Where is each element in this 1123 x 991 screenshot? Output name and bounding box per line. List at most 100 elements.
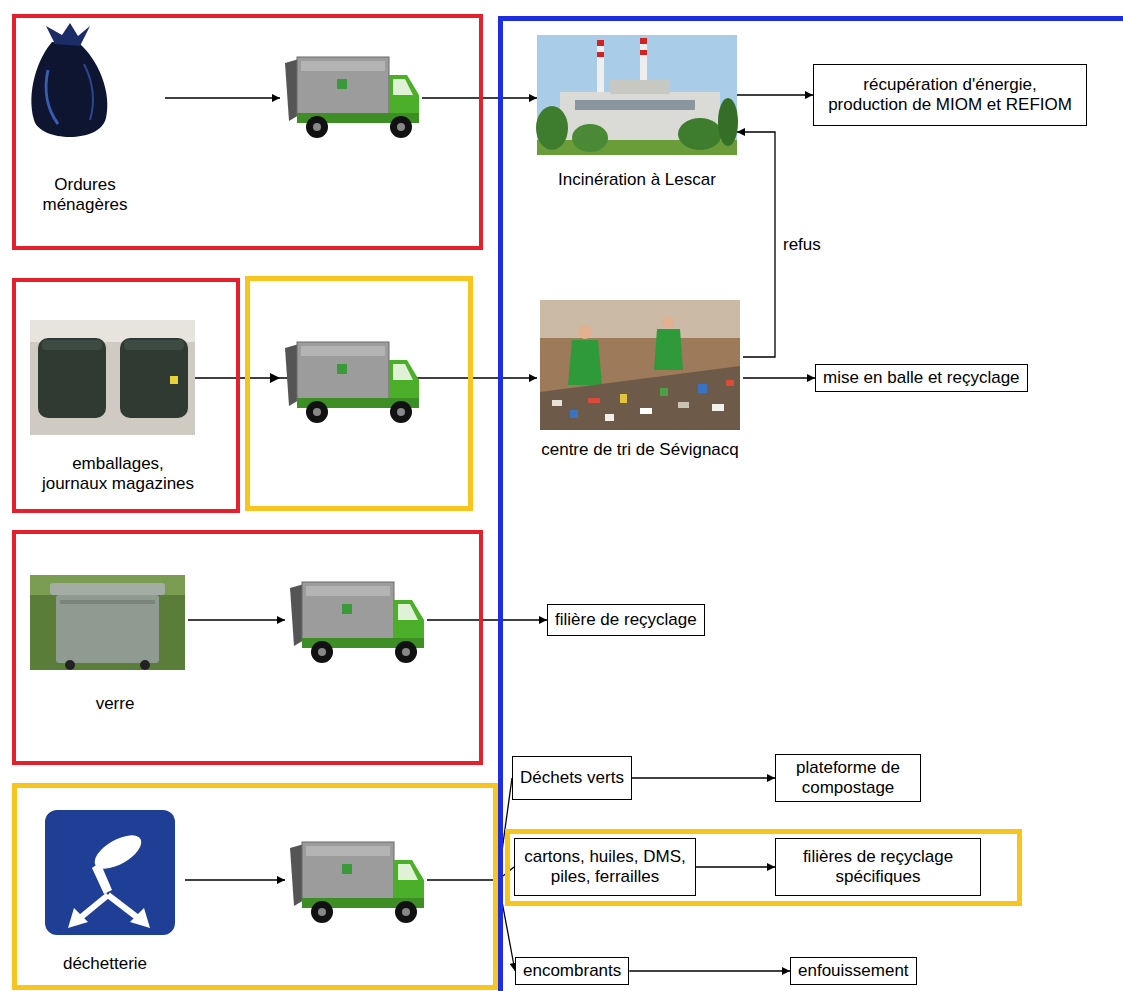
waste	[678, 402, 689, 408]
edge-label: refus	[781, 235, 823, 255]
node-text: centre de tri de Sévignacq	[537, 440, 743, 460]
flow-connector	[737, 94, 813, 95]
bag-knot	[46, 23, 90, 46]
node-text: déchetterie	[55, 954, 155, 974]
bag-shine	[84, 64, 93, 120]
flow-arrow	[188, 619, 285, 620]
worker-head	[662, 316, 674, 328]
sorting-centre-photo	[540, 300, 740, 430]
flow-connector	[483, 97, 537, 98]
icon-arrow	[68, 908, 88, 928]
icon-stem	[92, 862, 112, 894]
tree	[536, 106, 568, 150]
bin-wheel	[140, 660, 150, 670]
waste	[552, 400, 562, 406]
conveyor	[540, 366, 740, 430]
flow-arrow	[165, 97, 280, 98]
yellow-frame	[508, 832, 1020, 904]
worker-head	[578, 325, 592, 339]
node-text: encombrants	[523, 961, 621, 981]
flow-connector	[632, 777, 775, 778]
waste	[640, 408, 652, 414]
container-lid	[124, 340, 184, 350]
process-box: filières de reçyclage spécifiques	[775, 838, 981, 896]
hedge	[30, 575, 185, 670]
photo-node: centre de tri de Sévignacq	[537, 300, 743, 462]
hall-wall	[540, 300, 740, 338]
icon-arrow	[130, 908, 150, 928]
icon-ground	[45, 810, 175, 935]
arrow-head	[270, 373, 280, 383]
chimney-band	[640, 50, 647, 55]
flow-line	[422, 97, 483, 98]
waste	[726, 380, 734, 386]
flow-connector	[483, 619, 547, 620]
truck-icon	[285, 342, 419, 423]
process-box: cartons, huiles, DMS, piles, ferrailles	[514, 838, 696, 896]
container-sticker	[170, 376, 178, 384]
waste	[660, 388, 668, 396]
incinerator-photo	[536, 35, 738, 155]
building-roof	[610, 80, 670, 94]
node-text: filières de reçyclage spécifiques	[783, 847, 973, 887]
node-text: Déchets verts	[520, 768, 624, 788]
bin-body	[56, 595, 159, 663]
chimney-band	[640, 38, 647, 44]
flow-arrow	[185, 879, 285, 880]
process-box: récupération d'énergie, production de MI…	[813, 64, 1087, 126]
node-text: Ordures ménagères	[25, 175, 145, 215]
flow-connector	[737, 132, 775, 357]
glass-bin	[30, 575, 185, 670]
garbage-bag	[31, 23, 107, 137]
node-text: mise en balle et reçyclage	[823, 368, 1020, 388]
recycling-containers	[30, 320, 195, 435]
process-box: filière de reçyclage	[547, 604, 705, 636]
waste	[570, 410, 578, 418]
building-windows	[575, 100, 695, 110]
flow-connector	[696, 866, 775, 867]
tree	[678, 118, 722, 150]
node-text: récupération d'énergie, production de MI…	[824, 75, 1076, 115]
worker	[568, 340, 602, 385]
dechetterie-icon	[45, 810, 175, 935]
process-box: enfouissement	[790, 957, 917, 985]
blue-frame	[498, 16, 1123, 21]
bin-wheel	[65, 660, 75, 670]
flow-connector	[743, 377, 815, 378]
process-box: plateforme de compostage	[775, 754, 921, 802]
waste	[605, 414, 614, 421]
truck-icon	[285, 57, 419, 138]
process-box: Déchets verts	[512, 756, 632, 800]
container	[38, 338, 106, 418]
bag-body	[31, 42, 107, 137]
node-text: plateforme de compostage	[783, 758, 913, 798]
tree	[572, 124, 608, 152]
group-box: déchetterie	[12, 783, 498, 990]
node-text: cartons, huiles, DMS, piles, ferrailles	[521, 847, 689, 887]
node-text: verre	[75, 694, 155, 714]
blue-frame	[498, 16, 503, 991]
sky	[537, 35, 737, 155]
worker	[654, 329, 683, 370]
flow-line	[427, 619, 483, 620]
truck-icon	[290, 582, 424, 663]
icon-arrow	[80, 895, 108, 918]
gravel	[30, 320, 195, 435]
group-box: Ordures ménagères	[12, 14, 483, 250]
truck-icon	[290, 842, 424, 923]
chimney-band	[597, 40, 604, 46]
node-text: Incinération à Lescar	[537, 170, 737, 190]
hall	[540, 300, 740, 430]
waste	[620, 394, 627, 403]
group-box: verre	[12, 530, 483, 765]
waste	[588, 398, 600, 403]
node-text: enfouissement	[798, 961, 909, 981]
yellow-frame	[248, 279, 471, 509]
flow-line	[427, 879, 493, 880]
waste	[712, 404, 724, 411]
process-box: encombrants	[515, 957, 629, 985]
container-lid	[42, 340, 102, 350]
chimney-band	[597, 52, 604, 57]
bag-shine	[46, 70, 58, 124]
